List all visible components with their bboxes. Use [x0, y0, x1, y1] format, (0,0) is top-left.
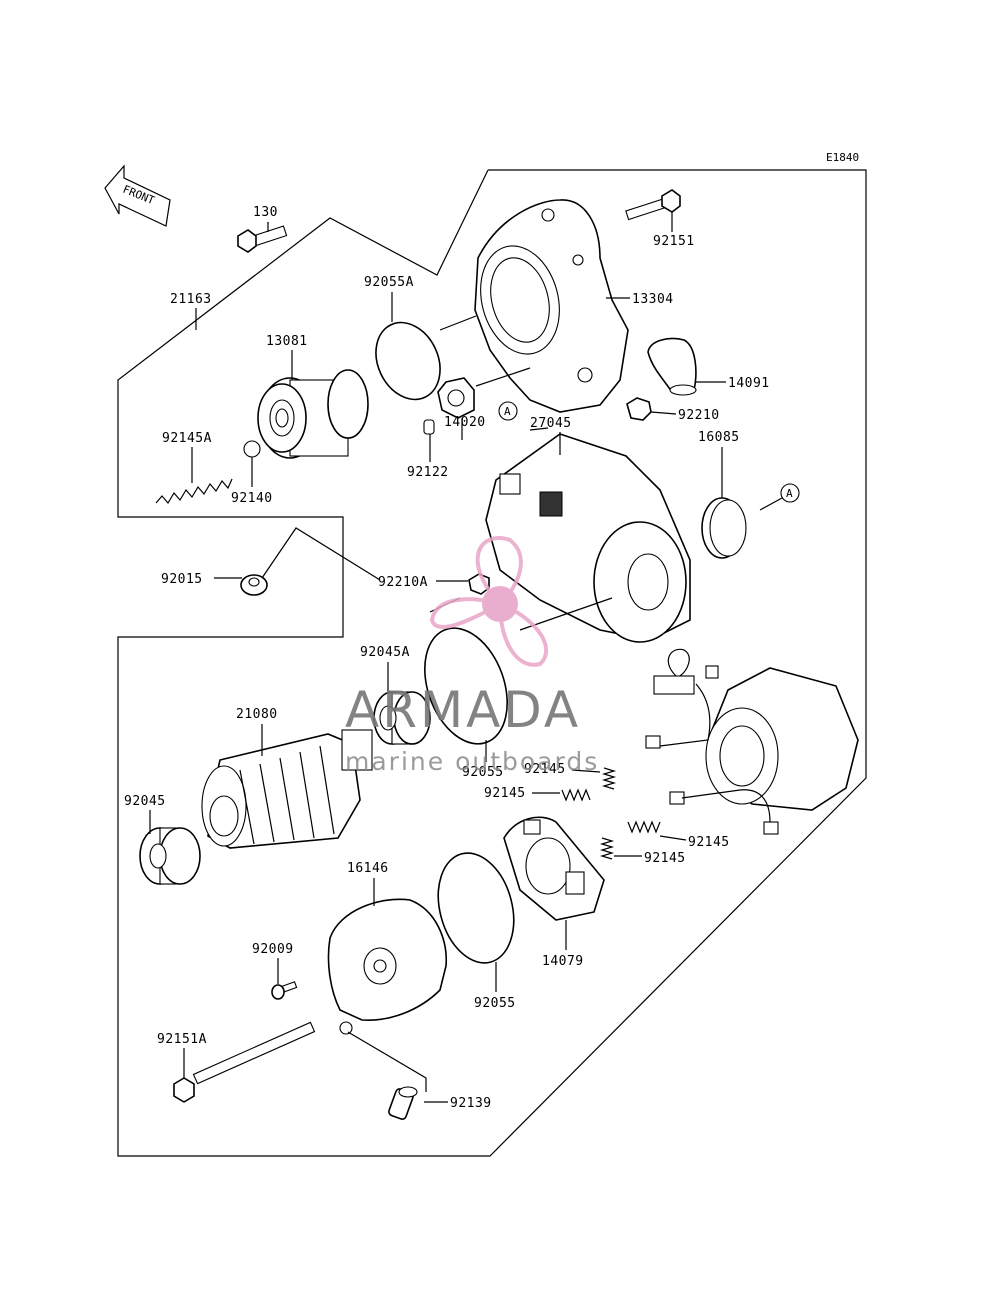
ball-92140 — [243, 440, 261, 458]
label-92151: 92151 — [653, 234, 695, 249]
label-27045: 27045 — [530, 416, 572, 431]
brush-holder-14079 — [503, 816, 605, 921]
label-21163: 21163 — [170, 292, 212, 307]
label-92145-4: 92145 — [644, 851, 686, 866]
grommet-92139 — [388, 1086, 418, 1120]
assembly-outline — [117, 169, 867, 1157]
nut-92015 — [240, 574, 268, 596]
bearing-92045 — [139, 827, 201, 885]
clutch-13081 — [257, 369, 369, 459]
spring-92145-1 — [601, 767, 617, 790]
gear-16085 — [701, 497, 747, 559]
nut-92210 — [626, 397, 652, 421]
front-arrow-icon: FRONT — [104, 164, 171, 227]
ref-marker-a-left: A — [498, 401, 518, 421]
bearing-92045A — [373, 691, 431, 745]
armature-21080 — [201, 729, 373, 849]
watermark-tagline: marine outboards — [345, 747, 599, 776]
label-92145-3: 92145 — [688, 835, 730, 850]
end-cover-16146 — [327, 898, 447, 1035]
label-92122: 92122 — [407, 465, 449, 480]
spring-92145-4 — [599, 837, 615, 860]
bolt-92151 — [625, 189, 681, 221]
propeller-icon — [429, 536, 548, 667]
pin-92122 — [423, 419, 435, 435]
label-92210A: 92210A — [378, 575, 428, 590]
label-92015: 92015 — [161, 572, 203, 587]
label-13081: 13081 — [266, 334, 308, 349]
label-92055-mid: 92055 — [462, 765, 504, 780]
label-92009: 92009 — [252, 942, 294, 957]
label-14020: 14020 — [444, 415, 486, 430]
label-13304: 13304 — [632, 292, 674, 307]
label-92055A: 92055A — [364, 275, 414, 290]
spring-92145-3 — [627, 820, 661, 834]
watermark-logo — [429, 536, 548, 667]
spring-92145-2 — [561, 788, 591, 802]
ref-marker-a-right-text: A — [786, 487, 793, 500]
label-14079: 14079 — [542, 954, 584, 969]
label-92045A: 92045A — [360, 645, 410, 660]
label-92140: 92140 — [231, 491, 273, 506]
label-92210: 92210 — [678, 408, 720, 423]
screw-92009 — [271, 981, 298, 1000]
label-92151A: 92151A — [157, 1032, 207, 1047]
label-92145A: 92145A — [162, 431, 212, 446]
propeller-hub-icon — [482, 586, 518, 622]
gear-14020 — [437, 377, 475, 419]
bolt-92151A — [173, 1021, 316, 1103]
label-16085: 16085 — [698, 430, 740, 445]
label-16146: 16146 — [347, 861, 389, 876]
label-92055-low: 92055 — [474, 996, 516, 1011]
spring-92145A — [155, 478, 233, 505]
front-label: FRONT — [121, 183, 157, 208]
watermark-brand: ARMADA — [345, 681, 581, 739]
ref-marker-a-right: A — [780, 483, 800, 503]
housing-13304 — [474, 199, 629, 413]
label-92139: 92139 — [450, 1096, 492, 1111]
label-130: 130 — [253, 205, 278, 220]
label-92145-2: 92145 — [484, 786, 526, 801]
yoke-assembly — [645, 648, 859, 835]
boot-14091 — [647, 337, 697, 396]
o-ring-92055A — [375, 321, 441, 401]
label-92145-1: 92145 — [524, 762, 566, 777]
bolt-130 — [237, 222, 288, 253]
o-ring-92055-low — [437, 852, 515, 964]
label-14091: 14091 — [728, 376, 770, 391]
diagram-code: E1840 — [826, 151, 859, 164]
motor-27045 — [485, 427, 691, 643]
label-21080: 21080 — [236, 707, 278, 722]
ref-marker-a-left-text: A — [504, 405, 511, 418]
label-92045: 92045 — [124, 794, 166, 809]
